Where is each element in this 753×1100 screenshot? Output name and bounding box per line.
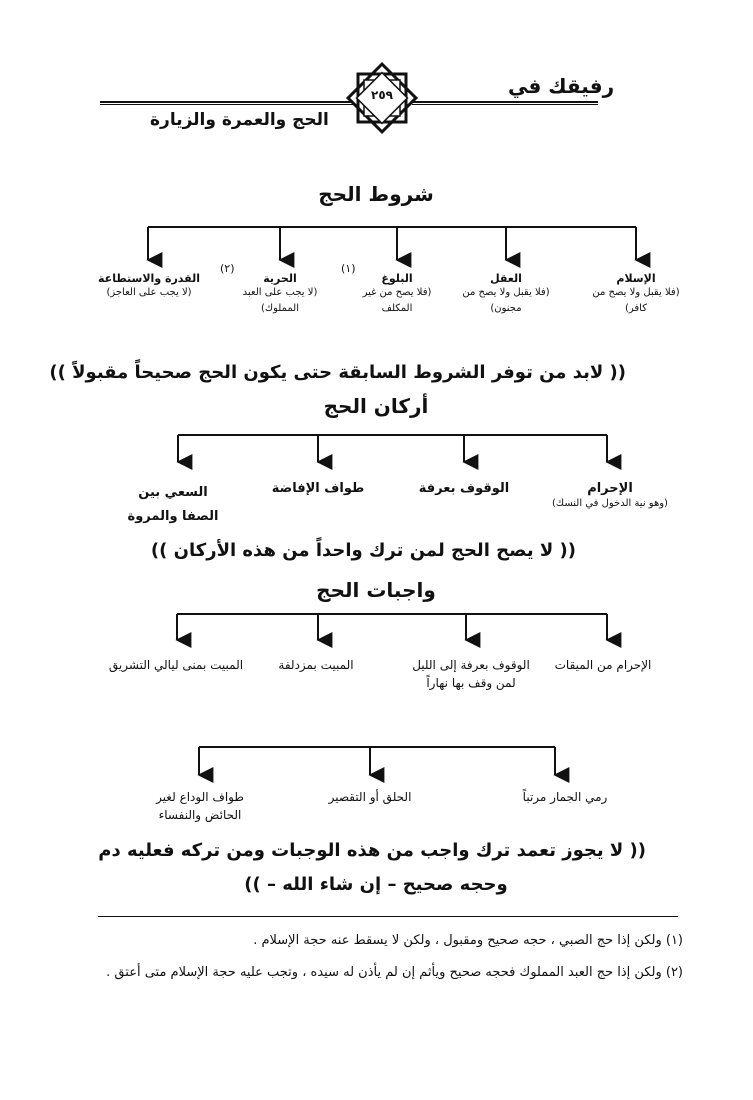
footnote-marker-1: (١) xyxy=(341,262,356,275)
pillar-sai: السعي بين الصفا والمروة xyxy=(118,481,228,529)
pillars-banner: (( لا يصح الحج لمن ترك واحداً من هذه الأ… xyxy=(150,540,576,561)
pillar-title: السعي بين الصفا والمروة xyxy=(127,485,219,524)
obligation-muzdalifah: المبيت بمزدلفة xyxy=(278,658,354,672)
obligation-jamarat: رمي الجمار مرتباً xyxy=(522,790,608,804)
book-title: رفيقك في xyxy=(508,74,615,98)
obligations-banner-line-2: وحجه صحيح – إن شاء الله – )) xyxy=(244,874,508,895)
pillar-arafah: الوقوف بعرفة xyxy=(404,481,524,496)
obligation-arafah-night: الوقوف بعرفة إلى الليل لمن وقف بها نهارا… xyxy=(412,658,530,690)
footnote-1: (١) ولكن إذا حج الصبي ، حجه صحيح ومقبول … xyxy=(253,933,683,948)
obligation-farewell: طواف الوداع لغير الحائض والنفساء xyxy=(156,790,244,822)
pillars-heading: أركان الحج xyxy=(323,394,429,418)
pillar-title: الإحرام xyxy=(587,481,633,496)
condition-title: الحرية xyxy=(263,272,297,285)
condition-title: البلوغ xyxy=(381,272,413,285)
pillar-ifadah: طواف الإفاضة xyxy=(258,481,378,496)
conditions-heading: شروط الحج xyxy=(318,182,434,206)
obligations-banner-line-1: (( لا يجوز تعمد ترك واجب من هذه الوجبات … xyxy=(98,840,646,861)
header-rule-left-bottom xyxy=(100,104,353,105)
condition-sanity: العقل (فلا يقبل ولا يصح من مجنون) xyxy=(460,272,552,317)
condition-title: القدرة والاستطاعة xyxy=(98,272,200,285)
pillar-note: (وهو نية الدخول في النسك) xyxy=(552,498,668,509)
page-number: ٢٥٩ xyxy=(371,88,393,102)
pillar-title: الوقوف بعرفة xyxy=(418,481,510,496)
pillar-ihram: الإحرام (وهو نية الدخول في النسك) xyxy=(540,481,680,512)
condition-note: (فلا يقبل ولا يصح من مجنون) xyxy=(462,287,550,314)
obligation-shaving: الحلق أو التقصير xyxy=(328,790,412,804)
condition-ability: القدرة والاستطاعة (لا يجب على العاجز) xyxy=(94,272,204,301)
header-rule-right-bottom xyxy=(412,104,598,105)
obligations-heading: واجبات الحج xyxy=(316,578,436,602)
header-rule-left-top xyxy=(100,101,353,103)
footnote-2: (٢) ولكن إذا حج العبد المملوك فحجه صحيح … xyxy=(106,965,683,980)
condition-freedom: الحرية (لا يجب على العبد المملوك) xyxy=(234,272,326,317)
page-number-star-icon xyxy=(345,61,419,135)
obligation-ihram-miqat: الإحرام من الميقات xyxy=(554,658,652,672)
condition-islam: الإسلام (فلا يقبل ولا يصح من كافر) xyxy=(590,272,682,317)
footnote-marker-2: (٢) xyxy=(220,262,235,275)
conditions-banner: (( لابد من توفر الشروط السابقة حتى يكون … xyxy=(49,362,626,383)
header-rule-right-top xyxy=(412,101,598,103)
footnote-separator xyxy=(98,916,678,917)
condition-title: الإسلام xyxy=(616,272,656,285)
obligation-mina: المبيت بمنى ليالي التشريق xyxy=(108,658,244,672)
condition-note: (فلا يصح من غير المكلف xyxy=(362,287,432,314)
pillar-title: طواف الإفاضة xyxy=(271,481,365,496)
condition-puberty: البلوغ (فلا يصح من غير المكلف xyxy=(351,272,443,317)
condition-note: (لا يجب على العبد المملوك) xyxy=(242,287,318,314)
book-subtitle: الحج والعمرة والزيارة xyxy=(150,110,329,130)
condition-title: العقل xyxy=(490,272,522,285)
condition-note: (فلا يقبل ولا يصح من كافر) xyxy=(592,287,680,314)
condition-note: (لا يجب على العاجز) xyxy=(106,287,192,298)
